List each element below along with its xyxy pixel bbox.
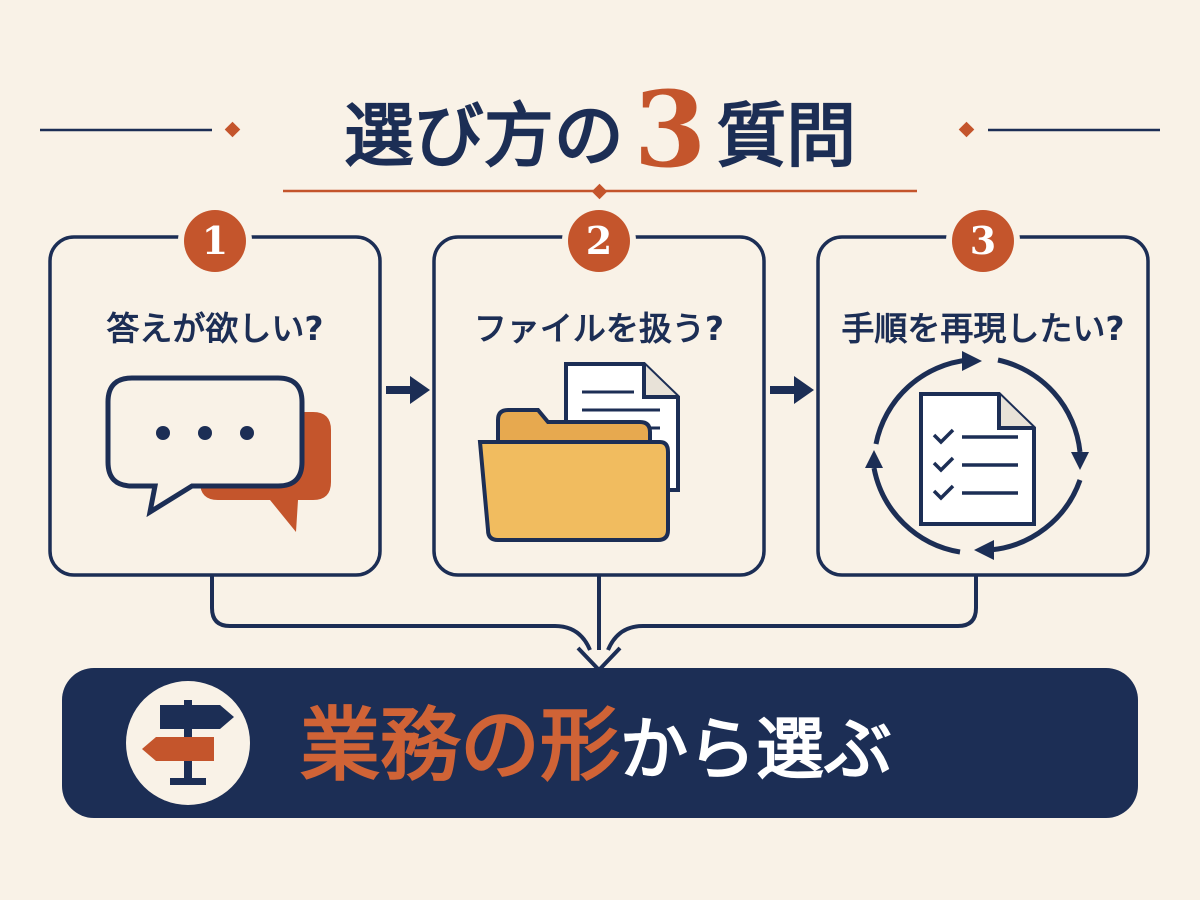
badge-circle-3 — [952, 210, 1014, 272]
checklist-cycle-icon — [865, 351, 1089, 560]
question-text-3: 手順を再現したい? — [841, 309, 1125, 348]
question-text-2: ファイルを扱う? — [473, 309, 725, 348]
badge-circle-1 — [184, 210, 246, 272]
badge-number-1: 1 — [201, 218, 229, 263]
signpost-icon — [126, 681, 250, 805]
chat-bubbles-icon — [105, 375, 331, 532]
badge-circle-2 — [568, 210, 630, 272]
arrow-right-icon — [386, 376, 430, 404]
title-number: 3 — [633, 68, 707, 191]
result-bar — [62, 668, 1138, 818]
title-main: 選び方の — [343, 94, 624, 177]
title-diamond-left — [224, 121, 241, 138]
badge-number-2: 2 — [585, 218, 613, 263]
folder-document-icon — [477, 362, 680, 542]
arrow-right-icon — [770, 376, 814, 404]
result-highlight: 業務の形 — [300, 698, 620, 792]
connector-lines — [210, 575, 978, 673]
title-underline-diamond — [591, 183, 608, 200]
result-rest: から選ぶ — [620, 710, 893, 790]
question-text-1: 答えが欲しい? — [106, 309, 324, 348]
title-suffix: 質問 — [716, 94, 857, 177]
result-text: 業務の形から選ぶ — [300, 690, 1080, 800]
badge-number-3: 3 — [969, 218, 997, 263]
